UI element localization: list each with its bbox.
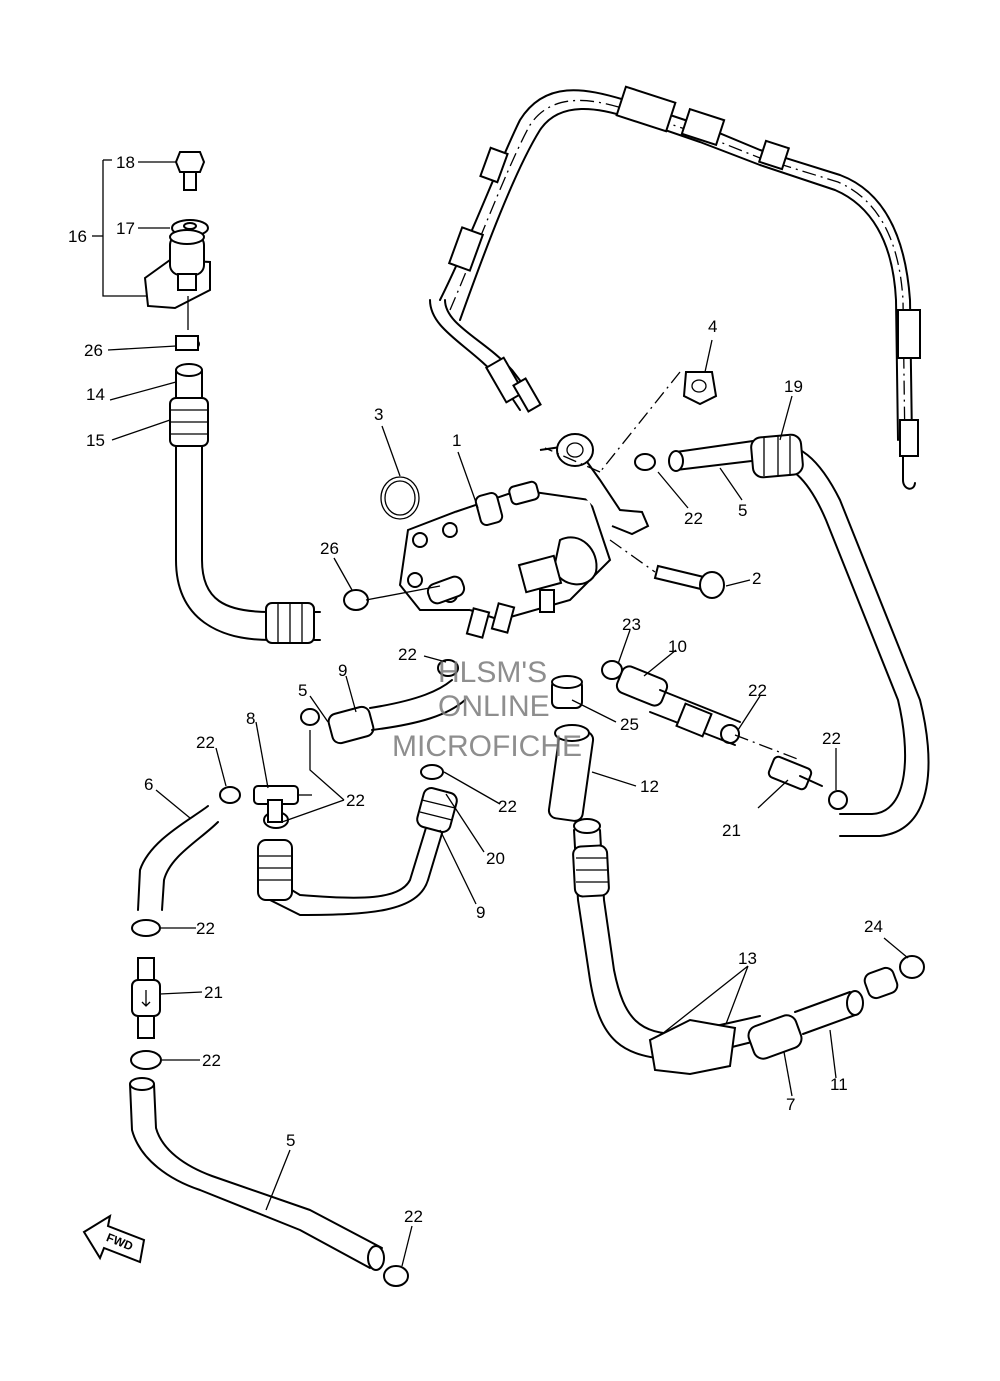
callout-22-i: 22: [202, 1051, 221, 1070]
hose-9-5-20: [257, 679, 466, 916]
callout-labels: 18 17 16 26 14 15 3 1 4 19 22 5 2 26 22 …: [68, 153, 883, 1226]
watermark: HLSM'S ONLINE MICROFICHE: [392, 656, 582, 763]
callout-5-b: 5: [298, 681, 307, 700]
hose-19: [668, 433, 930, 837]
hose-6: [137, 805, 219, 911]
bracket-assembly: [92, 151, 211, 330]
watermark-line-3: MICROFICHE: [392, 730, 582, 763]
callout-26: 26: [84, 341, 103, 360]
callout-20: 20: [486, 849, 505, 868]
callout-4: 4: [708, 317, 717, 336]
callout-9-b: 9: [476, 903, 485, 922]
callout-6: 6: [144, 775, 153, 794]
callout-9: 9: [338, 661, 347, 680]
throttle-cable: [429, 85, 921, 490]
clamps: [130, 453, 925, 1287]
callout-22-j: 22: [404, 1207, 423, 1226]
bolt-2: [609, 539, 725, 599]
callout-11: 11: [830, 1075, 848, 1094]
callout-23: 23: [622, 615, 641, 634]
callout-18: 18: [116, 153, 135, 172]
callout-22-c: 22: [748, 681, 767, 700]
callout-21: 21: [722, 821, 741, 840]
callout-24: 24: [864, 917, 883, 936]
callout-21-b: 21: [204, 983, 223, 1002]
callout-17: 17: [116, 219, 135, 238]
callout-25: 25: [620, 715, 639, 734]
callout-2: 2: [752, 569, 761, 588]
callout-14: 14: [86, 385, 105, 404]
leader-lines: [107, 161, 909, 1267]
lower-left-line: [129, 957, 385, 1271]
nut-4: [544, 371, 718, 473]
callout-15: 15: [86, 431, 105, 450]
t-fitting-8: [253, 785, 312, 823]
callout-22-f: 22: [346, 791, 365, 810]
callout-26-b: 26: [320, 539, 339, 558]
callout-16: 16: [68, 227, 87, 246]
hose-14-15: [169, 335, 321, 644]
callout-1: 1: [452, 431, 461, 450]
callout-13: 13: [738, 949, 757, 968]
callout-22-h: 22: [196, 919, 215, 938]
callout-22-g: 22: [498, 797, 517, 816]
callout-22-e: 22: [822, 729, 841, 748]
oil-pump: [380, 433, 650, 639]
callout-12: 12: [640, 777, 659, 796]
callout-19: 19: [784, 377, 803, 396]
fwd-arrow-icon: FWD: [82, 1213, 146, 1264]
callout-22-b: 22: [398, 645, 417, 664]
callout-8: 8: [246, 709, 255, 728]
watermark-line-2: ONLINE: [438, 690, 550, 723]
callout-7: 7: [786, 1095, 795, 1114]
hose-13-7-11: [572, 818, 899, 1076]
callout-5: 5: [738, 501, 747, 520]
callout-5-c: 5: [286, 1131, 295, 1150]
callout-3: 3: [374, 405, 383, 424]
hose-10-21: [615, 665, 823, 791]
callout-22: 22: [684, 509, 703, 528]
callout-22-d: 22: [196, 733, 215, 752]
callout-10: 10: [668, 637, 687, 656]
watermark-line-1: HLSM'S: [438, 656, 547, 689]
